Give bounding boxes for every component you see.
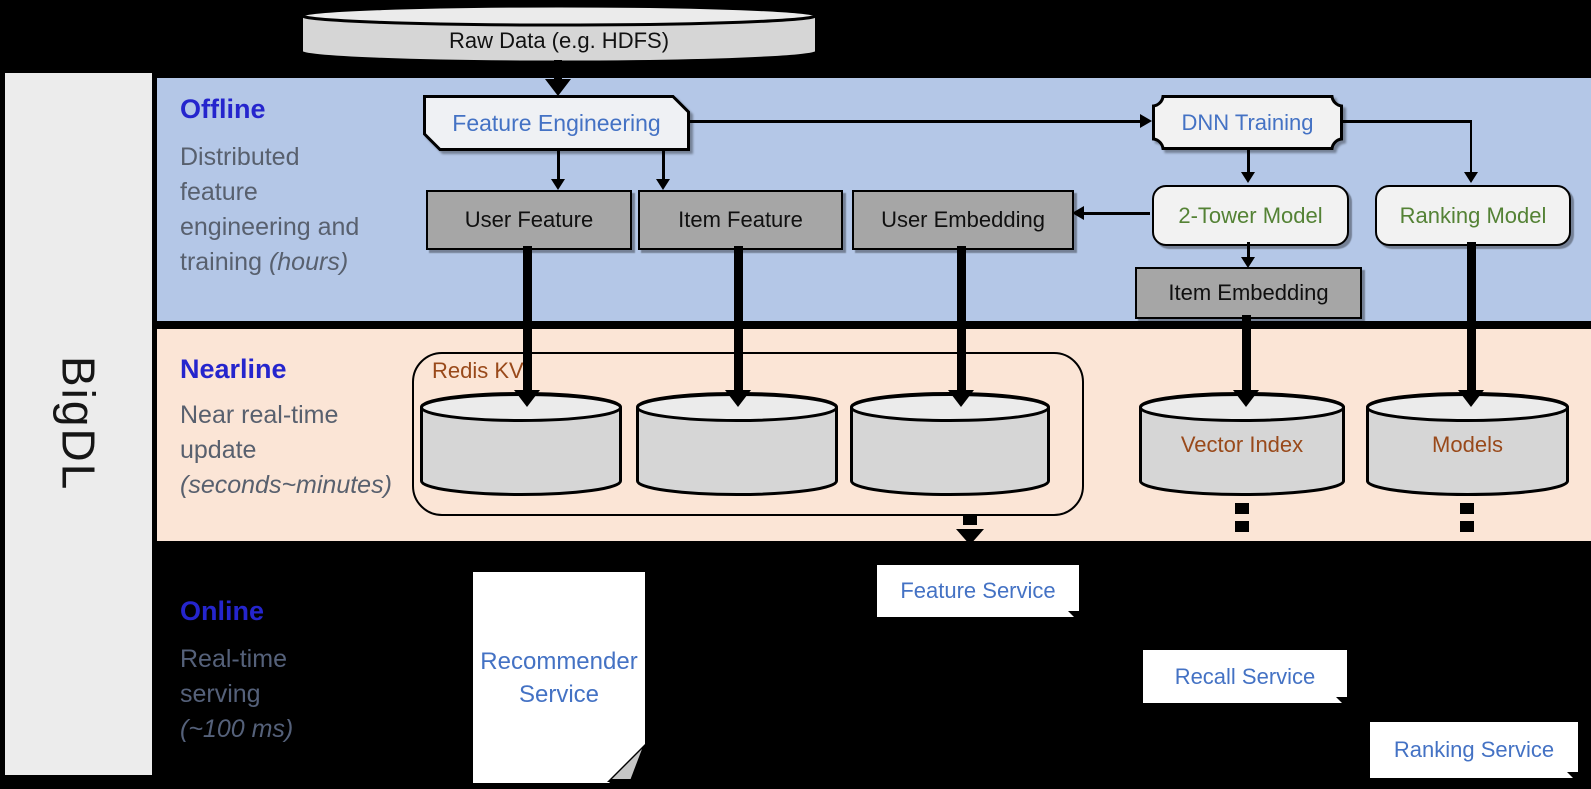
feature-service-label: Feature Service — [900, 578, 1056, 603]
redis-kv-label: Redis KV — [432, 358, 524, 383]
feature-service-fold-icon — [1068, 611, 1083, 626]
user-feature-node: User Feature — [426, 190, 632, 250]
two-tower-model-node: 2-Tower Model — [1152, 185, 1349, 246]
dnn-training-node: DNN Training — [1152, 95, 1343, 150]
redis-cylinder-1 — [420, 392, 622, 496]
item-feature-node: Item Feature — [638, 190, 843, 250]
user-embedding-label: User Embedding — [881, 207, 1045, 232]
feature-engineering-label: Feature Engineering — [452, 109, 661, 136]
ranking-service-node: Ranking Service — [1370, 722, 1582, 787]
two-tower-model-label: 2-Tower Model — [1178, 202, 1323, 228]
raw-data-label: Raw Data (e.g. HDFS) — [448, 28, 670, 53]
user-feature-label: User Feature — [464, 207, 594, 232]
offline-title: Offline — [180, 94, 266, 124]
offline-description: Distributed feature engineering and trai… — [180, 143, 360, 276]
redis-kv-container — [412, 352, 1084, 516]
vector-index-label: Vector Index — [1180, 431, 1304, 457]
vector-index-store: Vector Index — [1139, 392, 1345, 496]
nearline-description: Near real-time update (seconds~minutes) — [180, 401, 392, 499]
ranking-model-node: Ranking Model — [1375, 185, 1571, 246]
raw-data-store: Raw Data (e.g. HDFS) — [300, 4, 818, 63]
redis-cylinder-3 — [850, 392, 1050, 496]
ranking-service-label: Ranking Service — [1393, 737, 1555, 762]
redis-cylinder-2 — [636, 392, 838, 496]
recommender-service-label: Recommender Service — [480, 647, 638, 708]
models-store: Models — [1366, 392, 1569, 496]
online-title: Online — [180, 596, 265, 626]
models-label: Models — [1432, 431, 1503, 457]
recall-service-fold-icon — [1336, 697, 1351, 712]
recall-service-node: Recall Service — [1143, 650, 1351, 712]
bigdl-logo-text: BigDL — [52, 356, 105, 492]
online-description: Real-time serving (~100 ms) — [180, 645, 294, 743]
item-feature-label: Item Feature — [678, 207, 803, 232]
recall-service-label: Recall Service — [1174, 663, 1316, 689]
item-embedding-node: Item Embedding — [1135, 267, 1362, 319]
user-embedding-node: User Embedding — [852, 190, 1074, 250]
feature-service-node: Feature Service — [877, 565, 1083, 626]
item-embedding-label: Item Embedding — [1168, 280, 1329, 305]
bigdl-sidebar: BigDL — [5, 73, 152, 775]
recommender-service-node: Recommender Service — [473, 572, 645, 783]
ranking-model-label: Ranking Model — [1399, 202, 1547, 228]
ranking-service-fold-icon — [1567, 772, 1582, 787]
nearline-title: Nearline — [180, 354, 287, 384]
dnn-training-label: DNN Training — [1181, 109, 1314, 135]
feature-engineering-node: Feature Engineering — [423, 95, 690, 151]
